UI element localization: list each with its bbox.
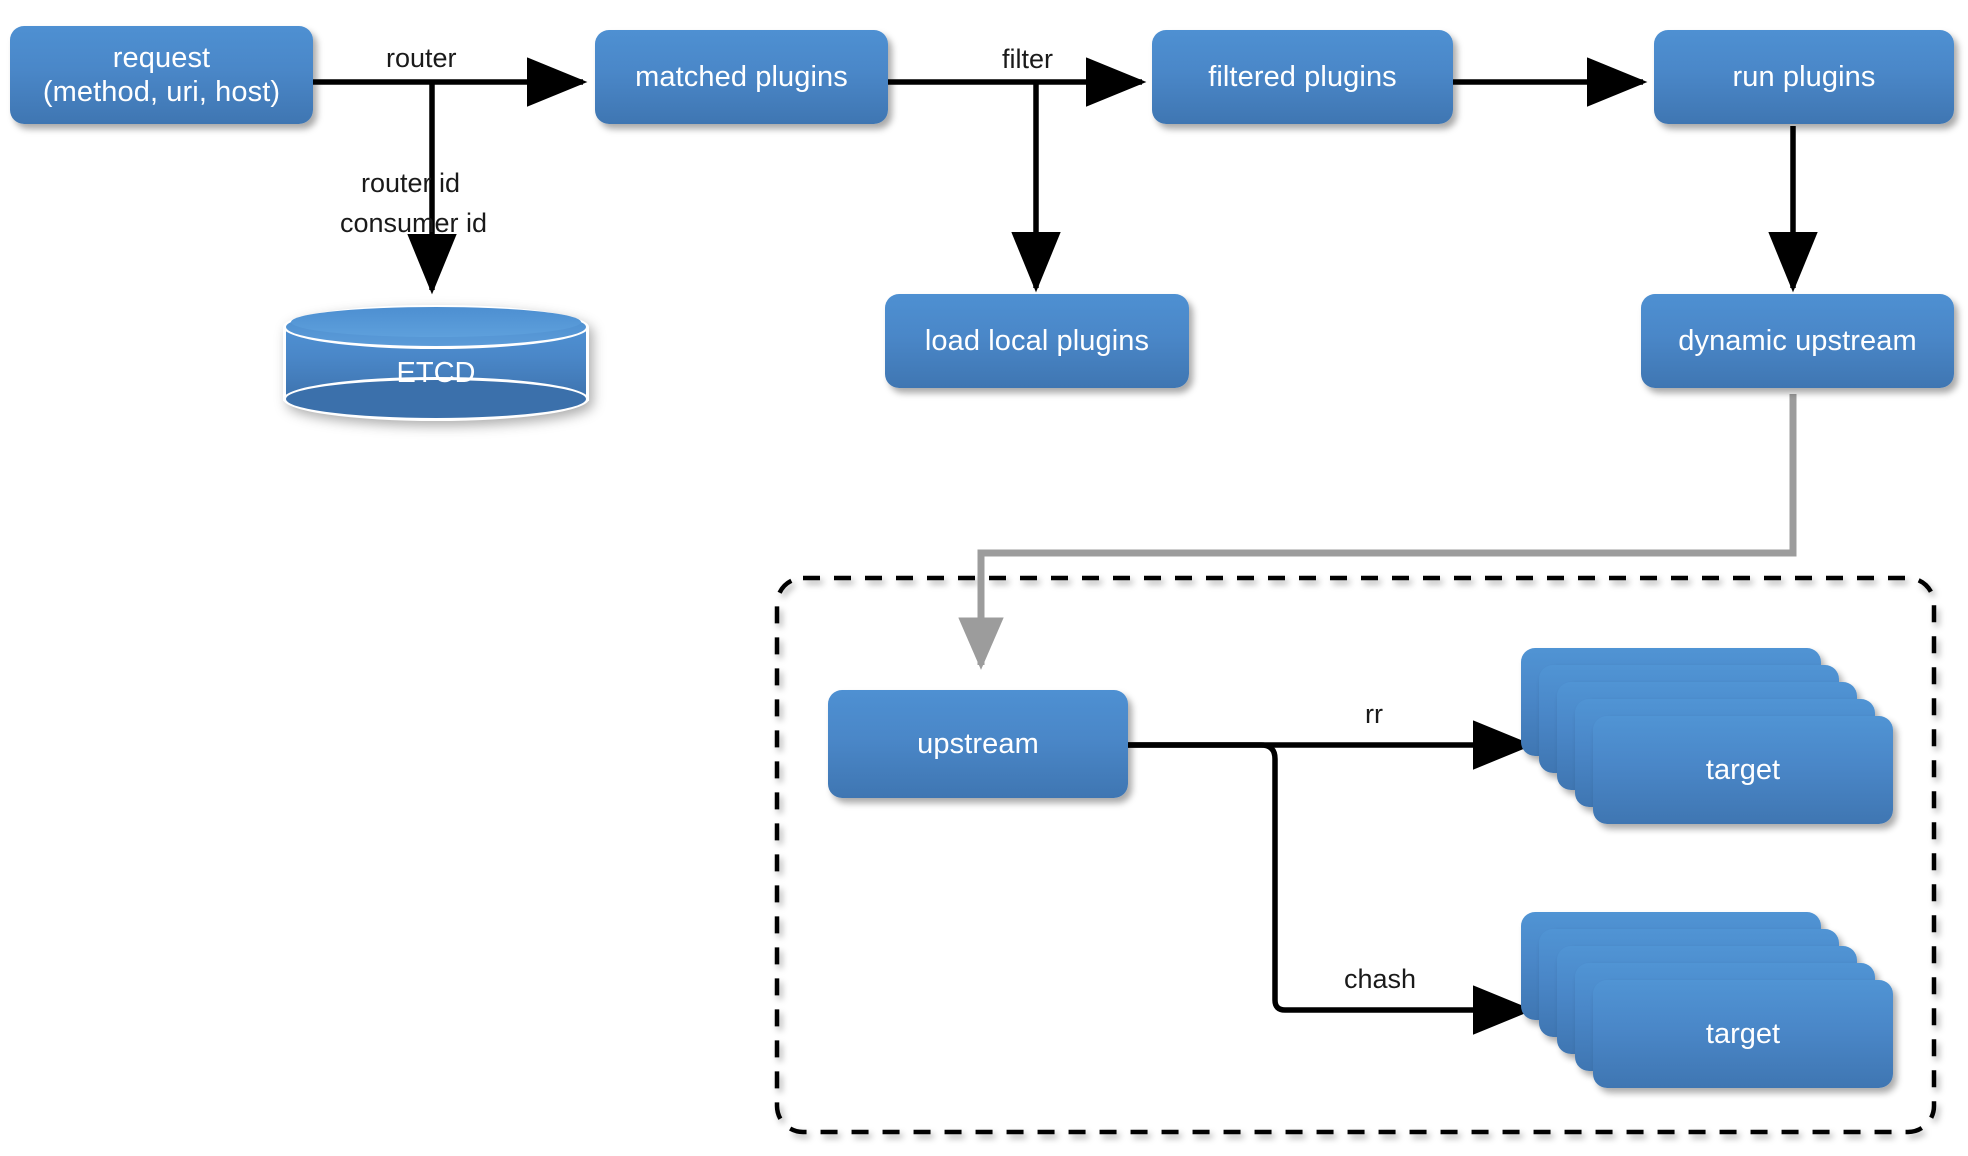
edge-label-filter: filter bbox=[1002, 44, 1054, 74]
edge-label-router: router bbox=[386, 43, 457, 73]
stack-target-rr-layer-1: target bbox=[1593, 716, 1893, 824]
stack-target-rr-label: target bbox=[1705, 753, 1781, 786]
node-load-local-plugins-label: load local plugins bbox=[924, 324, 1150, 357]
edge-dynamic-upstream-to-upstream bbox=[958, 394, 1797, 670]
edge-label-rr: rr bbox=[1365, 699, 1383, 729]
node-request-label-line1: request bbox=[112, 41, 211, 74]
etcd-cylinder-bottom bbox=[283, 377, 589, 421]
node-dynamic-upstream-label: dynamic upstream bbox=[1678, 324, 1917, 357]
node-load-local-plugins[interactable]: load local plugins bbox=[885, 294, 1189, 388]
node-upstream-label: upstream bbox=[917, 727, 1039, 760]
stack-target-rr[interactable]: target bbox=[1521, 648, 1921, 838]
node-upstream[interactable]: upstream bbox=[828, 690, 1128, 798]
edge-label-chash: chash bbox=[1344, 964, 1417, 994]
upstream-group-boundary bbox=[774, 575, 1937, 1135]
node-run-plugins[interactable]: run plugins bbox=[1654, 30, 1954, 124]
node-matched-plugins-label: matched plugins bbox=[635, 60, 848, 93]
node-matched-plugins[interactable]: matched plugins bbox=[595, 30, 888, 124]
node-run-plugins-label: run plugins bbox=[1732, 60, 1876, 93]
stack-target-chash-layer-1: target bbox=[1593, 980, 1893, 1088]
stack-target-chash[interactable]: target bbox=[1521, 912, 1921, 1102]
stack-target-chash-label: target bbox=[1705, 1017, 1781, 1050]
node-request-label-line2: (method, uri, host) bbox=[42, 76, 281, 108]
edge-label-router-id: router id bbox=[361, 168, 461, 198]
node-filtered-plugins-label: filtered plugins bbox=[1208, 60, 1397, 93]
datastore-etcd[interactable]: ETCD bbox=[283, 305, 589, 421]
edge-upstream-to-target-chash bbox=[1128, 742, 1534, 1035]
datastore-etcd-label: ETCD bbox=[396, 357, 476, 389]
node-filtered-plugins[interactable]: filtered plugins bbox=[1152, 30, 1453, 124]
node-request[interactable]: request (method, uri, host) bbox=[10, 26, 313, 124]
node-dynamic-upstream[interactable]: dynamic upstream bbox=[1641, 294, 1954, 388]
etcd-cylinder-cap-highlight bbox=[291, 307, 581, 337]
edge-label-consumer-id: consumer id bbox=[340, 208, 488, 238]
